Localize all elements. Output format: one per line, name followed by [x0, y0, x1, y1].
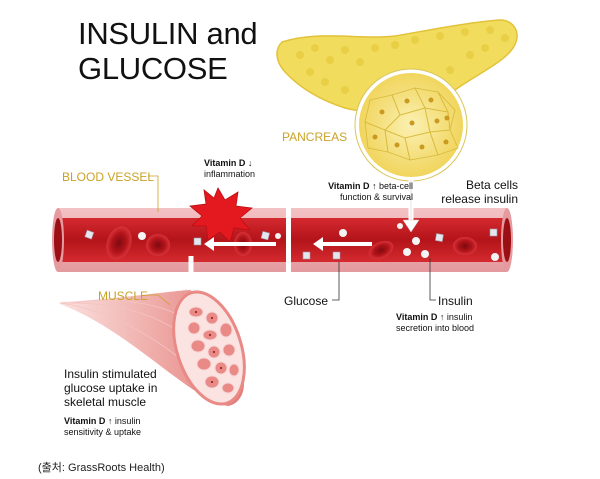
glucose-label: Glucose [284, 294, 329, 308]
muscle-label: MUSCLE [98, 289, 149, 303]
vitd-body: inflammation [204, 169, 256, 179]
vitd-sensitivity-note: Vitamin D ↑ insulin sensitivity & uptake [64, 416, 184, 438]
title-line-1: INSULIN and [78, 16, 258, 51]
up-arrow-icon: ↑ [371, 181, 377, 191]
muscle-tissue [59, 290, 246, 406]
beta-cells-caption: Beta cells release insulin [428, 178, 518, 206]
vitd-head: Vitamin D [328, 181, 370, 191]
muscle-caption-line-1: Insulin stimulated [64, 367, 157, 381]
up-arrow-icon: ↑ [439, 312, 445, 322]
pancreas-organ [276, 19, 518, 113]
muscle-uptake-caption: Insulin stimulated glucose uptake in ske… [64, 367, 184, 409]
glucose-cube-icon [84, 228, 498, 260]
blood-vessel-label: BLOOD VESSEL [62, 170, 155, 184]
up-arrow-icon: ↑ [107, 416, 113, 426]
red-blood-cell-icon [106, 226, 477, 260]
vitd-inflammation-note: Vitamin D ↓ inflammation [204, 158, 274, 180]
vitd-head: Vitamin D [64, 416, 106, 426]
beta-cells-line-2: release insulin [441, 192, 518, 206]
leader-lines [147, 175, 171, 306]
vitd-body: secretion into blood [396, 323, 475, 333]
callout-lines [332, 258, 436, 301]
beta-cells-line-1: Beta cells [465, 178, 518, 192]
vitd-body: insulin [446, 312, 473, 322]
title-line-2: GLUCOSE [78, 51, 228, 86]
source-credit: (출처: GrassRoots Health) [38, 462, 165, 474]
blood-vessel-right [291, 208, 513, 272]
muscle-caption-line-2: glucose uptake in [64, 381, 158, 395]
insulin-label: Insulin [438, 294, 473, 308]
vitd-head: Vitamin D [396, 312, 438, 322]
page-title: INSULIN and GLUCOSE [78, 16, 258, 86]
vitd-body: sensitivity & uptake [64, 427, 142, 437]
insulin-dot-icon [138, 223, 499, 261]
down-arrow-icon: ↓ [247, 158, 253, 168]
muscle-caption-line-3: skeletal muscle [64, 395, 147, 409]
vitd-body: insulin [114, 416, 141, 426]
vitd-head: Vitamin D [204, 158, 246, 168]
vitd-beta-note: Vitamin D ↑ beta-cell function & surviva… [303, 181, 413, 203]
arrow-left-icon [204, 237, 372, 251]
beta-cells-magnified [354, 68, 468, 182]
pancreas-label: PANCREAS [282, 130, 348, 144]
vitd-body: beta-cell [378, 181, 413, 191]
vitd-secretion-note: Vitamin D ↑ insulin secretion into blood [396, 312, 516, 334]
vitd-body: function & survival [339, 192, 413, 202]
inflammation-burst-icon [189, 187, 253, 243]
